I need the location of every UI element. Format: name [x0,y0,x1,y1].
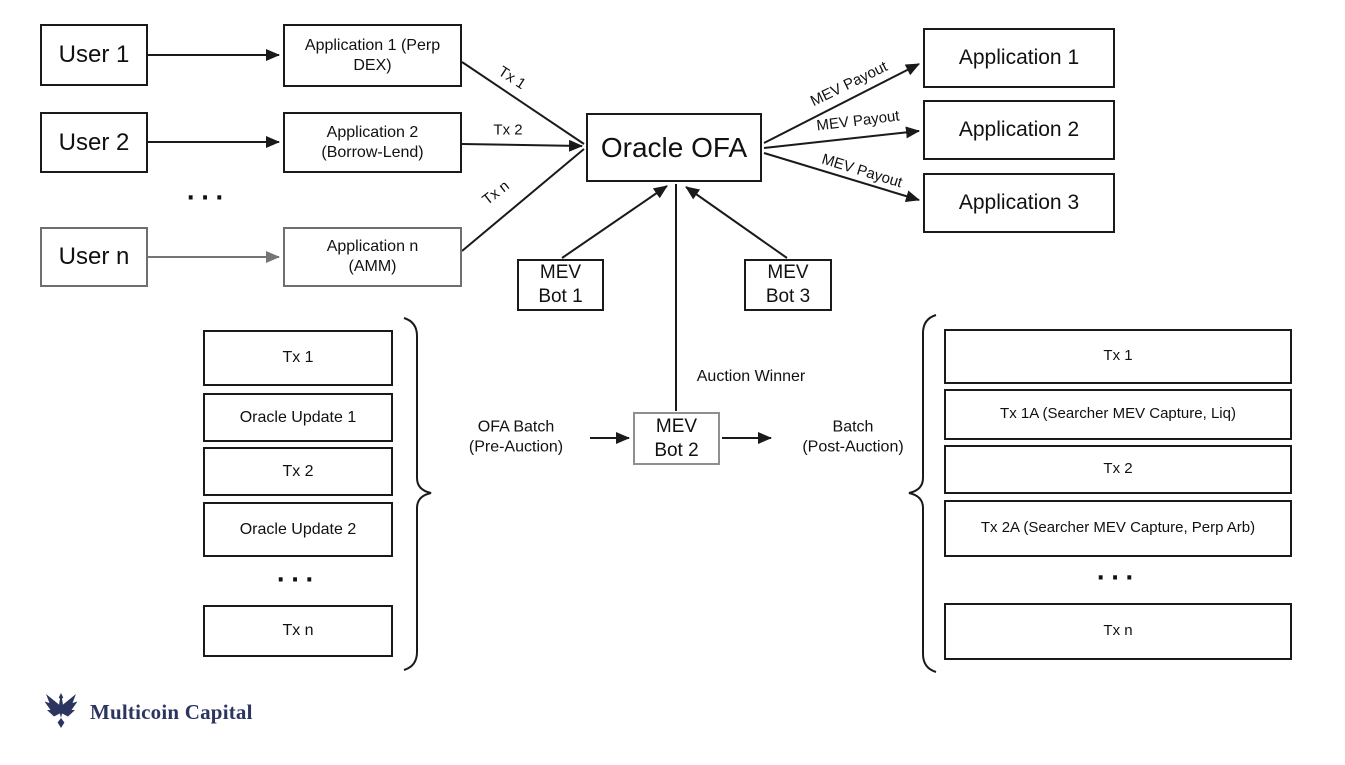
left-batch-item-txn: Tx n [203,605,393,657]
users-ellipsis: ... [186,180,230,206]
arrow-bot3-oracle [685,186,788,259]
brace-right-batch [908,314,937,673]
node-application-3: Application 3 [923,173,1115,233]
node-user-n: User n [40,227,148,287]
edge-payout1 [763,63,920,144]
node-mev-bot-2: MEV Bot 2 [633,412,720,465]
node-application-1: Application 1 [923,28,1115,88]
right-batch-item-txn: Tx n [944,603,1292,660]
edge-txn [461,148,585,252]
right-batch-ellipsis: ... [1096,560,1140,586]
logo-text: Multicoin Capital [90,699,253,724]
node-mev-bot-3: MEV Bot 3 [744,259,832,311]
node-user-2: User 2 [40,112,148,173]
right-batch-item-tx2: Tx 2 [944,445,1292,494]
right-batch-item-tx2a: Tx 2A (Searcher MEV Capture, Perp Arb) [944,500,1292,557]
node-application-2: Application 2 [923,100,1115,160]
arrow-bot1-oracle [561,185,668,259]
left-batch-ellipsis: ... [276,562,320,588]
node-application-n-amm: Application n (AMM) [283,227,462,287]
node-mev-bot-1: MEV Bot 1 [517,259,604,311]
right-batch-item-tx1a: Tx 1A (Searcher MEV Capture, Liq) [944,389,1292,440]
left-batch-item-tx2: Tx 2 [203,447,393,496]
brace-left-batch [403,317,432,671]
left-batch-item-tx1: Tx 1 [203,330,393,386]
logo: Multicoin Capital [44,691,253,733]
edge-tx1 [461,61,585,145]
phoenix-icon [44,693,78,728]
edge-label-auction-winner: Auction Winner [696,368,806,385]
edge-tx2 [461,139,583,152]
node-application-1-perp-dex: Application 1 (Perp DEX) [283,24,462,87]
left-batch-item-oracle-update-2: Oracle Update 2 [203,502,393,557]
right-batch-item-tx1: Tx 1 [944,329,1292,384]
node-oracle-ofa: Oracle OFA [586,113,762,182]
node-application-2-borrow-lend: Application 2 (Borrow-Lend) [283,112,462,173]
left-batch-item-oracle-update-1: Oracle Update 1 [203,393,393,442]
label-ofa-batch-pre-auction: OFA Batch (Pre-Auction) [468,418,564,456]
edge-label-tx-2: Tx 2 [493,121,523,139]
node-user-1: User 1 [40,24,148,86]
label-batch-post-auction: Batch (Post-Auction) [802,418,904,456]
edge-payout2 [763,126,920,149]
edge-payout3 [763,152,920,202]
